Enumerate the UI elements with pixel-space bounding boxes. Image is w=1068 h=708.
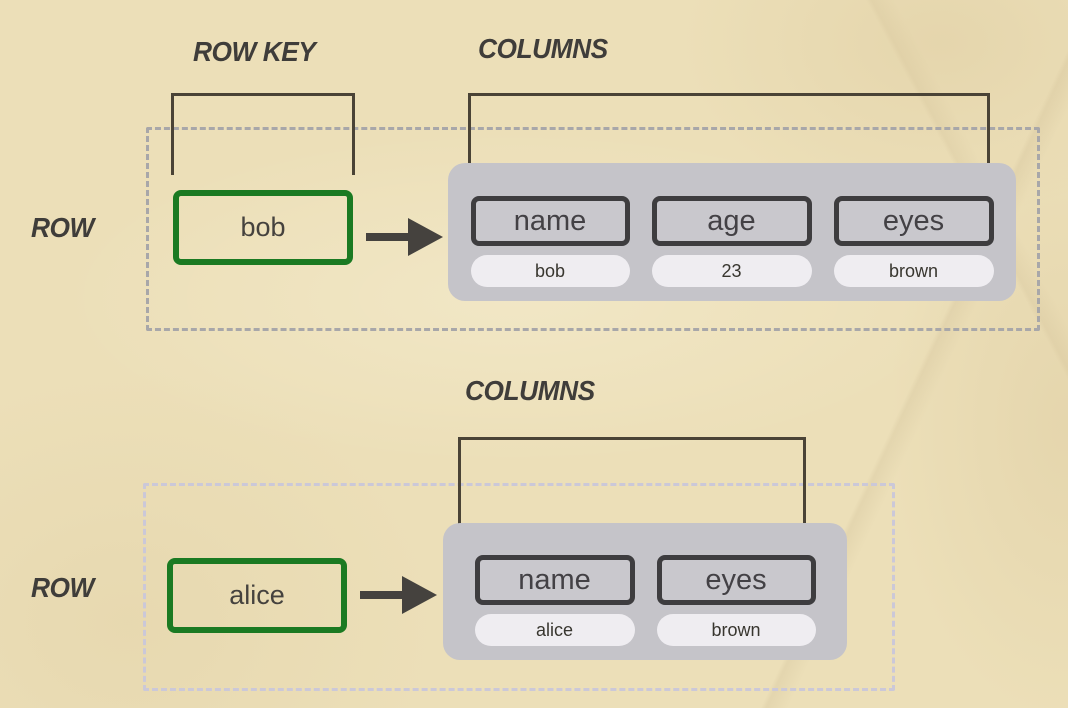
column-value-pill: brown	[656, 614, 816, 646]
row-boundary-bottom	[143, 483, 895, 691]
row-boundary-top	[146, 127, 1040, 331]
columns-panel-bottom: name alice eyes brown	[443, 523, 847, 660]
column-name: eyes	[705, 563, 767, 596]
column-cell: eyes brown	[656, 555, 816, 646]
column-value-pill: bob	[470, 255, 630, 287]
row-key-box-top: bob	[173, 190, 353, 265]
column-value: 23	[721, 260, 742, 281]
row-key-bracket	[171, 93, 355, 175]
column-cell: name bob	[470, 196, 630, 287]
column-value: brown	[711, 619, 761, 640]
columns-label-bottom: COLUMNS	[465, 375, 595, 406]
columns-label-top: COLUMNS	[478, 33, 608, 64]
arrow-right-icon	[360, 576, 437, 614]
column-name-box: age	[651, 196, 812, 246]
column-name-box: eyes	[833, 196, 994, 246]
column-cell: eyes brown	[833, 196, 994, 287]
arrow-right-icon	[366, 218, 443, 256]
row-label-bottom: ROW	[31, 572, 94, 603]
row-key-label: ROW KEY	[193, 36, 316, 67]
column-name: name	[518, 563, 591, 596]
column-value-pill: alice	[474, 614, 635, 646]
column-value-pill: brown	[833, 255, 994, 287]
columns-panel-top: name bob age 23 eyes brown	[448, 163, 1016, 301]
columns-bracket-bottom	[458, 437, 806, 526]
column-value-pill: 23	[651, 255, 812, 287]
column-name: eyes	[882, 204, 945, 237]
row-key-value: alice	[229, 580, 285, 610]
column-value: brown	[888, 260, 939, 281]
column-name-box: name	[470, 196, 630, 246]
column-value: bob	[534, 260, 566, 281]
column-cell: age 23	[651, 196, 812, 287]
column-value: alice	[535, 619, 574, 640]
column-name-box: eyes	[656, 555, 816, 605]
column-cell: name alice	[474, 555, 635, 646]
column-name-box: name	[474, 555, 635, 605]
row-key-box-bottom: alice	[167, 558, 347, 633]
column-name: name	[513, 204, 587, 237]
row-key-value: bob	[240, 212, 286, 242]
column-name: age	[707, 204, 756, 237]
row-label-top: ROW	[31, 212, 94, 243]
columns-bracket-top	[468, 93, 990, 181]
